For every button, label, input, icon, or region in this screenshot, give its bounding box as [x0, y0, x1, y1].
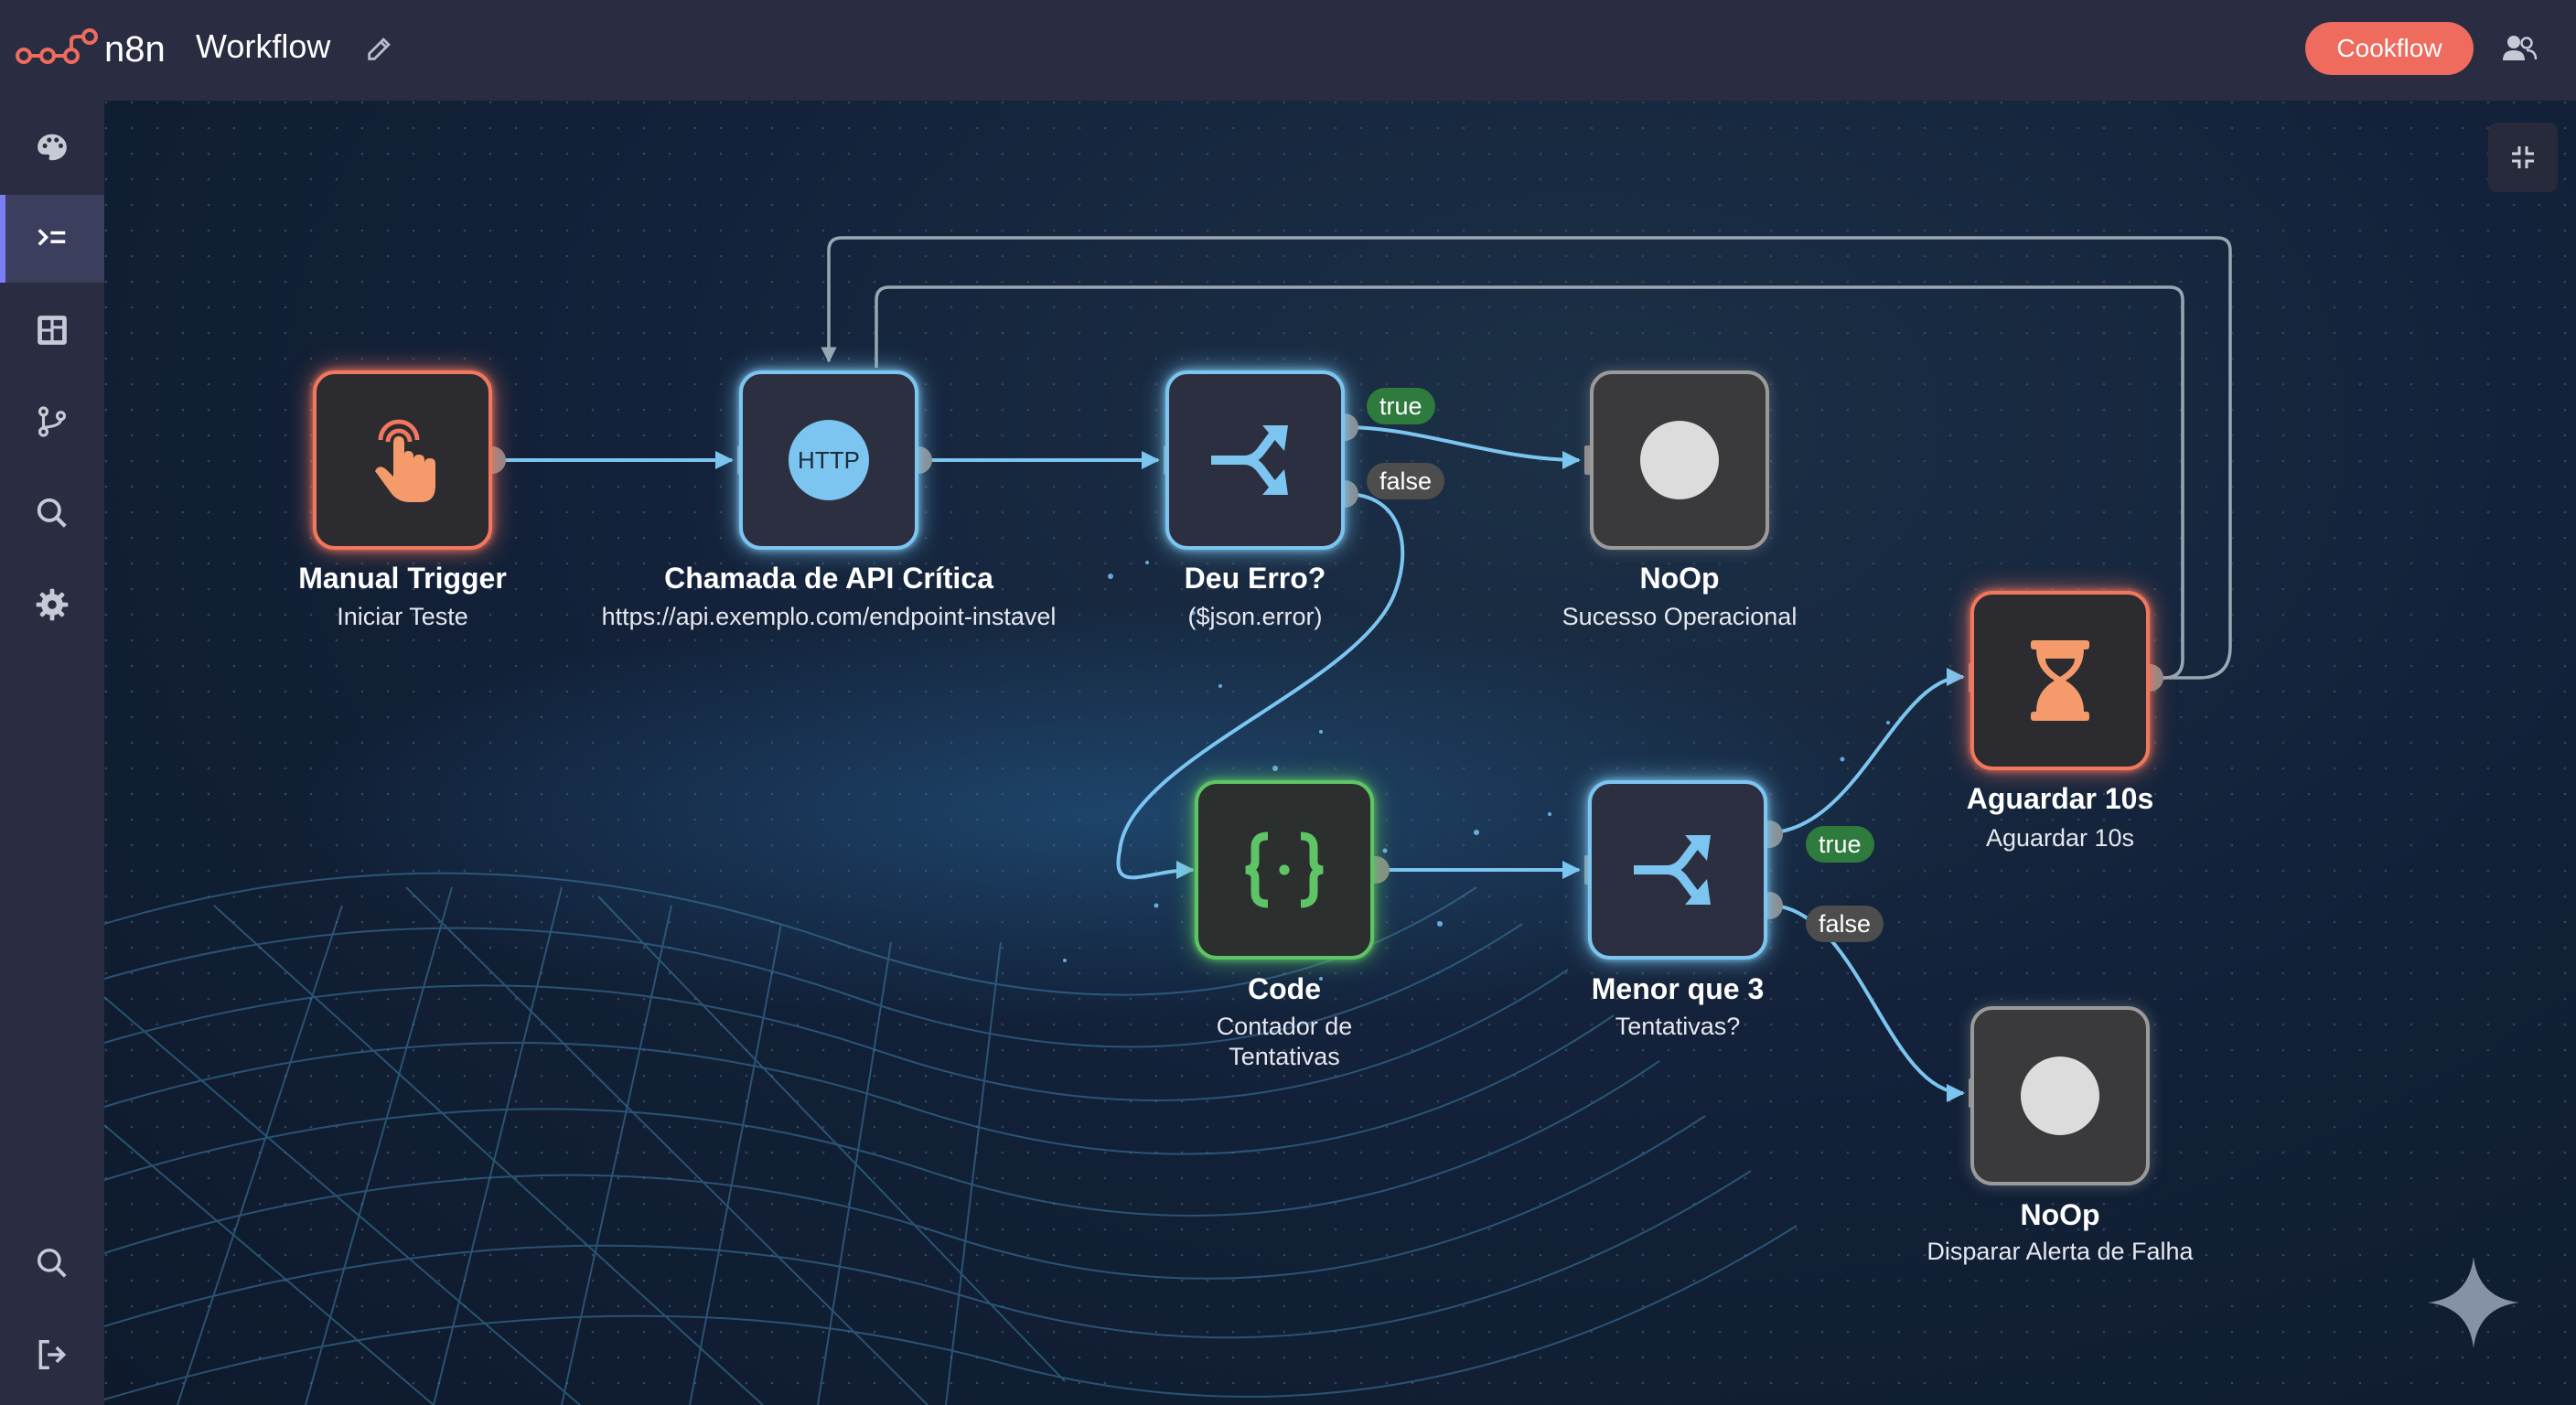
node-aguardar-10s[interactable]	[1970, 591, 2150, 770]
braces-icon	[1245, 831, 1324, 908]
node-subtitle-code: Contador de Tentativas	[1216, 1013, 1353, 1070]
minimize-icon	[2512, 146, 2534, 168]
workflow-canvas[interactable]	[104, 101, 2576, 1405]
workflow-title[interactable]: Workflow	[196, 27, 331, 65]
canvas-background	[104, 101, 2576, 1405]
if-branch-icon	[1211, 425, 1288, 495]
node-title-manual-trigger: Manual Trigger	[298, 562, 507, 595]
node-menor-que-3[interactable]	[1588, 780, 1767, 960]
sidebar-item-search[interactable]	[0, 469, 104, 557]
executions-icon	[38, 229, 66, 246]
palette-icon	[38, 134, 67, 161]
node-subtitle-menor-que-3: Tentativas?	[1615, 1013, 1741, 1040]
node-noop-fail[interactable]	[1970, 1006, 2150, 1185]
http-icon: HTTP	[789, 420, 869, 500]
node-title-code: Code	[1248, 972, 1321, 1005]
badge-menor-false: false	[1806, 906, 1884, 942]
node-subtitle-deu-erro: ($json.error)	[1187, 603, 1323, 630]
cookflow-button[interactable]: Cookflow	[2305, 22, 2474, 75]
node-manual-trigger[interactable]	[313, 370, 492, 550]
node-title-deu-erro: Deu Erro?	[1184, 562, 1326, 595]
connection-aguardar-loop-outer	[821, 236, 2232, 680]
search-icon	[37, 498, 67, 528]
node-subtitle-aguardar: Aguardar 10s	[1985, 824, 2135, 852]
branch-icon	[38, 406, 67, 437]
n8n-logo-icon	[16, 28, 98, 64]
sidebar-item-logout[interactable]	[0, 1311, 104, 1399]
sidebar-item-source-control[interactable]	[0, 378, 104, 466]
connection-menor-true	[1774, 668, 1965, 834]
http-icon-text: HTTP	[798, 445, 860, 474]
if-branch-icon	[1634, 835, 1711, 905]
sidebar-item-templates[interactable]	[0, 286, 104, 374]
node-title-http: Chamada de API Crítica	[664, 562, 993, 595]
badge-deu-erro-true: true	[1367, 388, 1435, 424]
n8n-logo[interactable]: n8n	[15, 20, 166, 79]
noop-circle-icon	[1640, 421, 1719, 499]
sidebar-item-executions[interactable]	[0, 195, 104, 283]
node-title-noop-success: NoOp	[1639, 562, 1720, 595]
logout-icon	[38, 1340, 67, 1369]
node-subtitle-noop-fail: Disparar Alerta de Falha	[1927, 1238, 2194, 1265]
templates-icon	[38, 316, 67, 345]
top-bar: n8n Workflow Cookflow	[0, 0, 2576, 101]
badge-menor-true: true	[1806, 826, 1874, 863]
connection-deu-erro-false	[1116, 492, 1405, 880]
zoom-to-fit-button[interactable]	[2488, 123, 2558, 192]
node-title-noop-fail: NoOp	[2020, 1198, 2100, 1231]
node-deu-erro[interactable]	[1165, 370, 1345, 550]
search-icon	[38, 1249, 67, 1278]
sidebar	[0, 101, 104, 1405]
sidebar-item-settings[interactable]	[0, 561, 104, 649]
node-subtitle-http: https://api.exemplo.com/endpoint-instave…	[601, 603, 1057, 630]
hourglass-icon	[2031, 640, 2089, 721]
gear-icon	[36, 588, 69, 621]
pointer-hand-icon	[375, 419, 435, 502]
node-subtitle-noop-success: Sucesso Operacional	[1562, 603, 1798, 630]
node-title-menor-que-3: Menor que 3	[1591, 972, 1765, 1005]
connection-deu-erro-true	[1344, 425, 1581, 469]
node-code[interactable]	[1195, 780, 1374, 960]
noop-circle-icon	[2021, 1056, 2099, 1135]
node-title-aguardar: Aguardar 10s	[1966, 782, 2154, 815]
app-name: n8n	[104, 28, 166, 70]
sidebar-item-overview[interactable]	[0, 103, 104, 191]
connection-aguardar-loop-inner	[875, 285, 2184, 680]
node-subtitle-manual-trigger: Iniciar Teste	[337, 603, 468, 630]
sparkle-icon	[2428, 1257, 2519, 1348]
badge-deu-erro-false: false	[1367, 463, 1445, 499]
sidebar-item-search-bottom[interactable]	[0, 1219, 104, 1307]
users-icon[interactable]	[2501, 33, 2538, 64]
pencil-icon[interactable]	[364, 33, 395, 64]
node-http-request[interactable]: HTTP	[739, 370, 918, 550]
node-noop-success[interactable]	[1590, 370, 1769, 550]
